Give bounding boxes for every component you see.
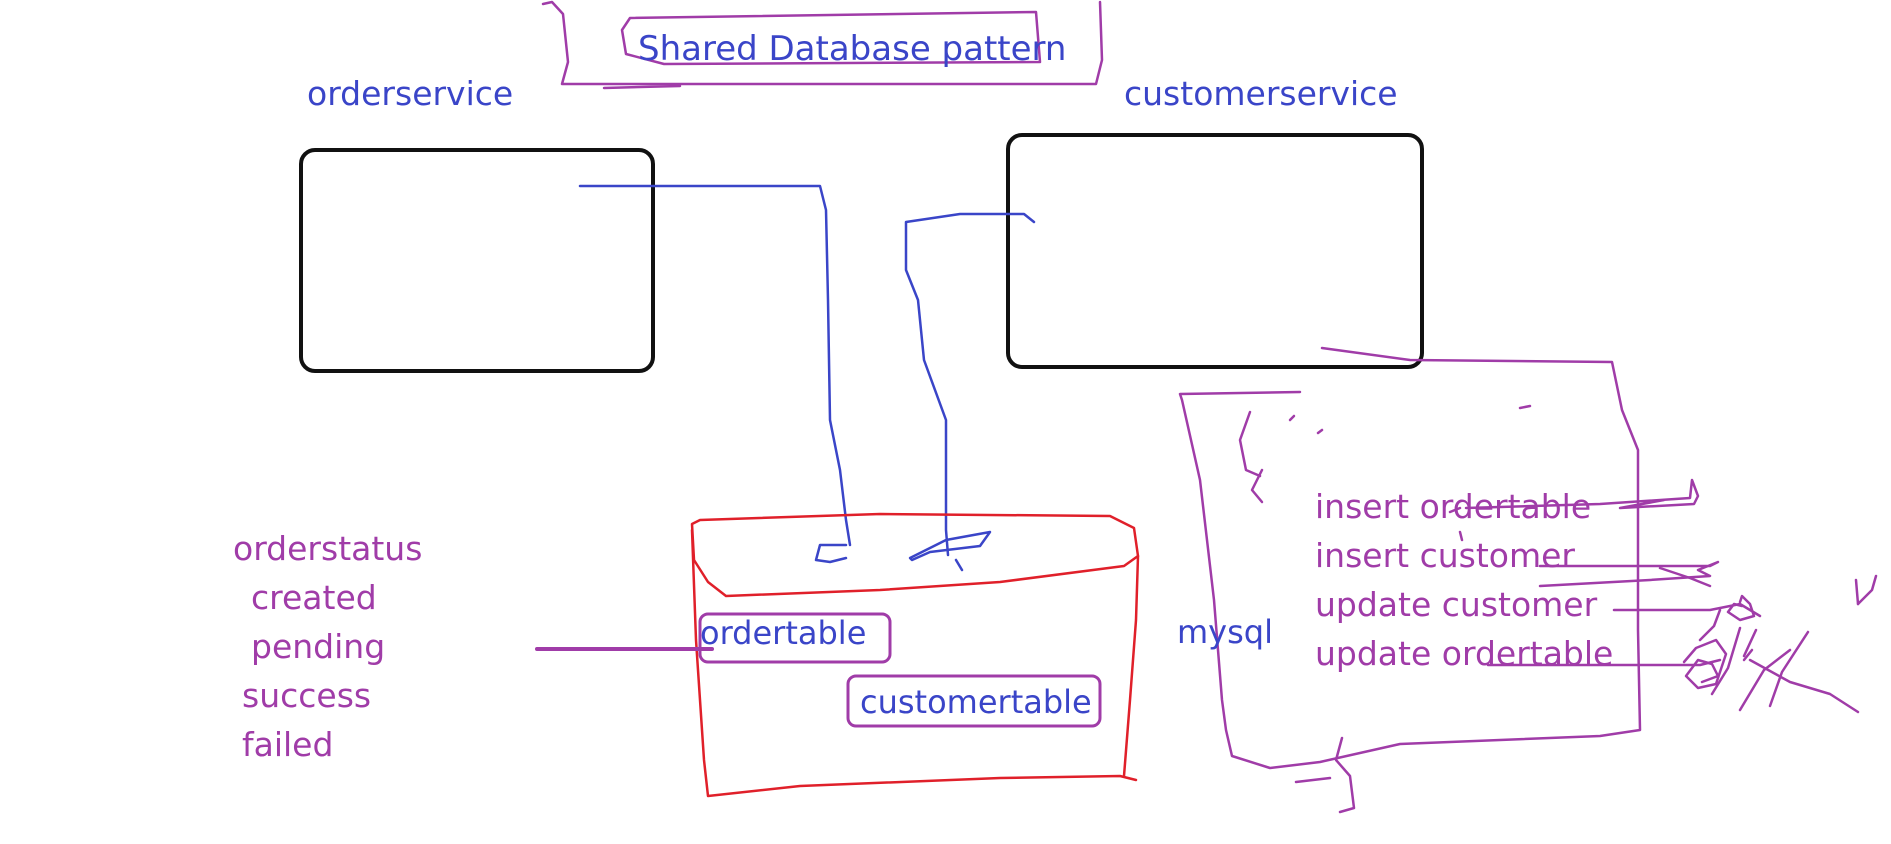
orderstatus-heading: orderstatus: [233, 529, 423, 568]
orderservice-db-connector: [578, 184, 852, 564]
ordertable-label: ordertable: [700, 614, 867, 652]
database-cylinder: [690, 512, 1140, 798]
orderstatus-value: created: [251, 578, 377, 617]
orderservice-label: orderservice: [307, 74, 514, 113]
ordertable-frame: [698, 612, 892, 664]
orderservice-box: [299, 148, 655, 373]
operation-item: insert customer: [1315, 536, 1575, 575]
diagram-title: Shared Database pattern: [638, 29, 1067, 69]
mysql-region: [1178, 346, 1642, 814]
operation-item: update ordertable: [1315, 634, 1614, 673]
customerservice-label: customerservice: [1124, 74, 1398, 113]
operation-item: insert ordertable: [1315, 487, 1592, 526]
customerservice-box: [1006, 133, 1424, 369]
operations-strikethrough: [1448, 478, 1878, 714]
orderstatus-value: pending: [251, 627, 386, 666]
customertable-label: customertable: [860, 683, 1092, 721]
customerservice-db-connector: [904, 212, 1036, 572]
customertable-frame: [846, 674, 1102, 728]
title-frame: [541, 0, 1104, 90]
operation-item: update customer: [1315, 585, 1598, 624]
orderstatus-value: success: [242, 676, 372, 715]
mysql-label: mysql: [1177, 613, 1273, 651]
orderstatus-value: failed: [242, 725, 334, 764]
